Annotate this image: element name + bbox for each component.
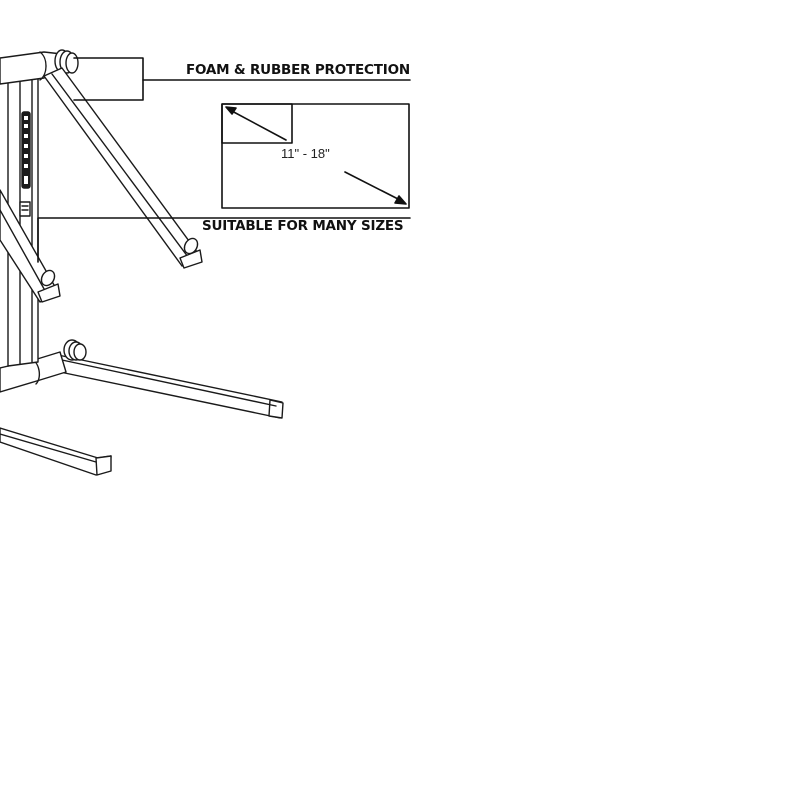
front-base-leg (0, 427, 112, 476)
base-knob (63, 339, 87, 361)
back-base-leg (57, 354, 284, 419)
brand-logo-strip (19, 111, 31, 217)
left-support-arm (0, 189, 61, 303)
right-support-arm (43, 67, 203, 269)
size-range-diagram (221, 103, 410, 209)
foam-protection-label: FOAM & RUBBER PROTECTION (186, 62, 410, 78)
many-sizes-label: SUITABLE FOR MANY SIZES (202, 218, 404, 234)
size-range-text: 11" - 18" (281, 146, 330, 161)
foam-callout-line (73, 57, 411, 101)
sizes-callout-line (37, 217, 411, 263)
